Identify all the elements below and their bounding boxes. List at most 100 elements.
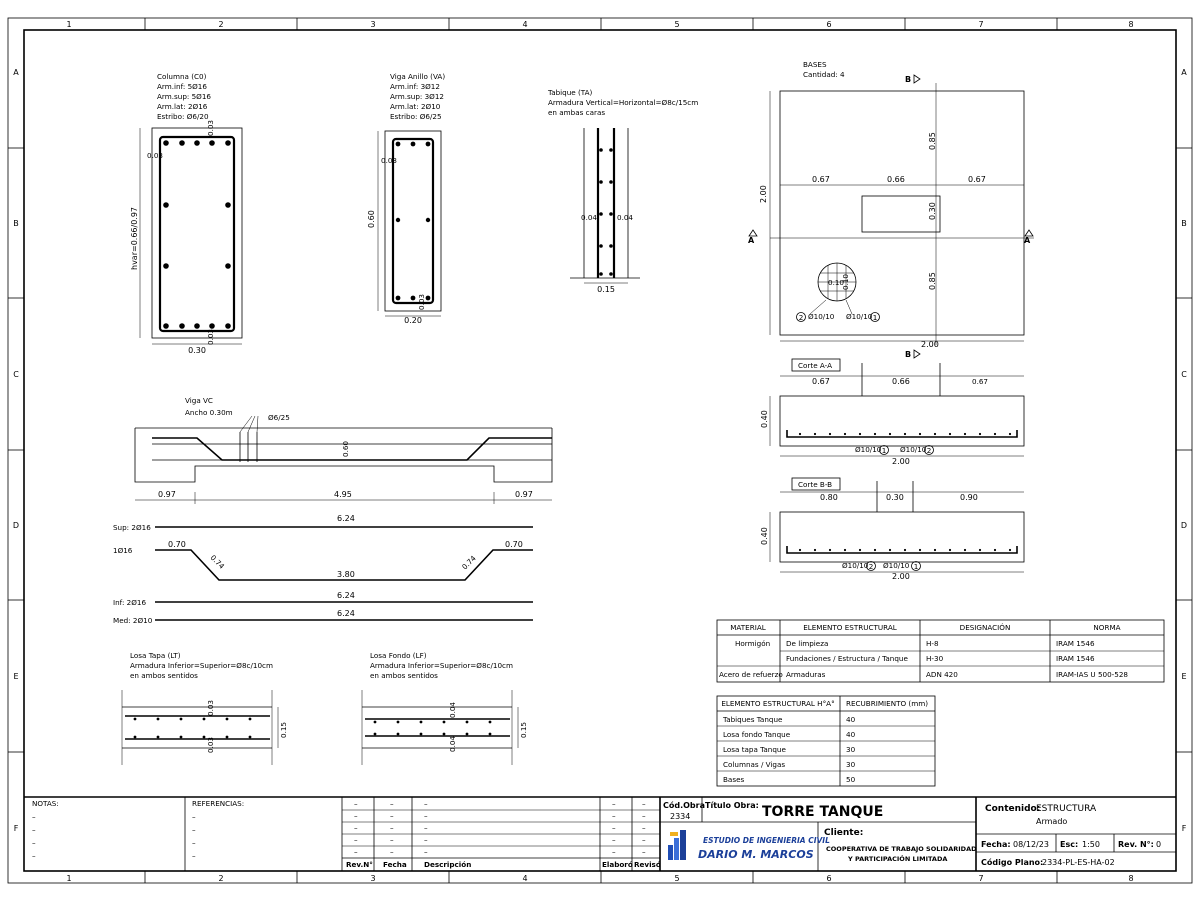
lf-line-2: en ambos sentidos xyxy=(370,671,438,680)
columna-line-3: Arm.lat: 2Ø16 xyxy=(157,102,208,111)
bar-inf-length: 6.24 xyxy=(337,591,355,600)
cov-r1-c1: 40 xyxy=(846,730,856,739)
tb-ref-dash-2: – xyxy=(192,825,196,834)
tb-rev-dash-v: – xyxy=(390,847,394,856)
columna-cover-top: 0.03 xyxy=(206,120,215,136)
lf-line-1: Armadura Inferior=Superior=Ø8c/10cm xyxy=(370,661,513,670)
grid-col-4-bottom: 4 xyxy=(522,874,527,883)
bases-mark-2: 2 xyxy=(799,313,804,322)
grid-col-2-bottom: 2 xyxy=(218,874,223,883)
mat-r2-c0: Acero de refuerzo xyxy=(719,670,783,679)
cov-r2-c0: Losa tapa Tanque xyxy=(723,745,786,754)
tb-cod-obra: 2334 xyxy=(670,812,690,821)
vc-title: Viga VC xyxy=(185,396,213,405)
tb-rev-val: 0 xyxy=(1156,840,1161,849)
vc-width: Ancho 0.30m xyxy=(185,408,233,417)
ta-bars xyxy=(599,148,613,276)
tb-col-rev: Rev.N° xyxy=(346,860,373,869)
material-table: MATERIAL ELEMENTO ESTRUCTURAL DESIGNACIÓ… xyxy=(716,619,1165,683)
ta-cover-right: 0.04 xyxy=(617,213,633,222)
tb-codigo: 2334-PL-ES-HA-02 xyxy=(1042,858,1115,867)
grid-row-b-right: B xyxy=(1181,219,1187,228)
columna-bars xyxy=(163,140,231,329)
bar-med-label: Med: 2Ø10 xyxy=(113,616,153,625)
columna-cover-left: 0.03 xyxy=(147,151,163,160)
bases-dim-right: 0.67 xyxy=(968,175,986,184)
corte-bb-total: 2.00 xyxy=(892,572,910,581)
va-line-1: Arm.inf: 3Ø12 xyxy=(390,82,440,91)
grid-col-8-bottom: 8 xyxy=(1128,874,1133,883)
bases-bar-right: Ø10/10 xyxy=(846,312,873,321)
corte-aa: Corte A-A 0.67 0.66 0.67 0.40 Ø10/10 1 Ø… xyxy=(760,358,1025,466)
cover-table: ELEMENTO ESTRUCTURAL H°A° RECUBRIMIENTO … xyxy=(716,695,936,787)
tb-notas-dash-3: – xyxy=(32,838,36,847)
grid-row-c-right: C xyxy=(1181,370,1187,379)
bases-bar-left: Ø10/10 xyxy=(808,312,835,321)
grid-col-3-bottom: 3 xyxy=(370,874,375,883)
bases-detail-spacing-h: 0.10 xyxy=(828,278,844,287)
bar-med-length: 6.24 xyxy=(337,609,355,618)
va-title: Viga Anillo (VA) xyxy=(390,72,445,81)
bar-bent-b: 0.74 xyxy=(209,553,227,571)
bases-title: BASES xyxy=(803,60,827,69)
tabique-section: Tabique (TA) Armadura Vertical=Horizonta… xyxy=(547,88,698,294)
cov-r4-c1: 50 xyxy=(846,775,856,784)
grid-row-f: F xyxy=(14,824,19,833)
tb-titulo: TORRE TANQUE xyxy=(762,804,883,820)
tb-rev-dash-n: – xyxy=(612,823,616,832)
tb-notas-dash-4: – xyxy=(32,851,36,860)
corte-aa-bar2: Ø10/10 xyxy=(900,445,927,454)
losa-fondo-section: Losa Fondo (LF) Armadura Inferior=Superi… xyxy=(361,651,528,765)
viga-vc-section: Viga VC Ancho 0.30m Ø6/25 0.60 0.97 4.95… xyxy=(134,396,553,504)
corte-aa-d1: 0.67 xyxy=(812,377,830,386)
bar-inf-label: Inf: 2Ø16 xyxy=(113,598,146,607)
bases-outline xyxy=(779,90,1025,336)
tb-col-elaboro: Elaboró xyxy=(602,860,633,869)
bases-qty: Cantidad: 4 xyxy=(803,70,845,79)
va-height: 0.60 xyxy=(367,210,376,228)
tb-cliente-label: Cliente: xyxy=(824,828,863,838)
lt-line-1: Armadura Inferior=Superior=Ø8c/10cm xyxy=(130,661,273,670)
grid-row-b: B xyxy=(13,219,19,228)
tb-contenido-1: ESTRUCTURA xyxy=(1036,804,1097,814)
tb-rev-dash-k: – xyxy=(354,823,358,832)
grid-col-2: 2 xyxy=(218,20,223,29)
grid-row-f-right: F xyxy=(1182,824,1187,833)
grid-col-7: 7 xyxy=(978,20,983,29)
corte-bb-d1: 0.80 xyxy=(820,493,838,502)
bases-dim-top: 0.85 xyxy=(928,132,937,150)
tb-col-desc: Descripción xyxy=(424,860,471,869)
grid-ticks xyxy=(8,18,1192,883)
mat-h-2: DESIGNACIÓN xyxy=(960,623,1011,632)
vc-outline xyxy=(134,428,553,483)
bases-marker-b-top: B xyxy=(905,75,911,84)
grid-row-a: A xyxy=(13,68,19,77)
tb-ref-dash-3: – xyxy=(192,838,196,847)
lt-title: Losa Tapa (LT) xyxy=(130,651,181,660)
corte-bb-m1: 2 xyxy=(869,562,874,571)
grid-row-d-right: D xyxy=(1181,521,1187,530)
corte-aa-title: Corte A-A xyxy=(798,361,832,370)
tb-rev-dash-a: – xyxy=(354,799,358,808)
ta-cover-left: 0.04 xyxy=(581,213,597,222)
grid-col-6-bottom: 6 xyxy=(826,874,831,883)
lt-line-2: en ambos sentidos xyxy=(130,671,198,680)
mat-r2-c1: Armaduras xyxy=(786,670,826,679)
mat-r2-c3: IRAM-IAS U 500-528 xyxy=(1056,670,1128,679)
bases-dim-bottom: 0.85 xyxy=(928,272,937,290)
mat-h-0: MATERIAL xyxy=(730,623,766,632)
cov-h-1: RECUBRIMIENTO (mm) xyxy=(846,699,928,708)
columna-width: 0.30 xyxy=(188,346,206,355)
tb-cliente-2: Y PARTICIPACIÓN LIMITADA xyxy=(847,854,947,863)
corte-aa-outline xyxy=(779,395,1025,447)
bases-dim-left: 0.67 xyxy=(812,175,830,184)
mat-h-1: ELEMENTO ESTRUCTURAL xyxy=(803,623,897,632)
tb-rev-label: Rev. N°: xyxy=(1118,840,1154,849)
corte-bb-height: 0.40 xyxy=(760,527,769,545)
tb-rev-dash-l: – xyxy=(390,823,394,832)
grid-row-c: C xyxy=(13,370,19,379)
grid-col-8: 8 xyxy=(1128,20,1133,29)
cov-r0-c1: 40 xyxy=(846,715,856,724)
corte-bb-d2: 0.30 xyxy=(886,493,904,502)
tb-rev-dash-x: – xyxy=(612,847,616,856)
